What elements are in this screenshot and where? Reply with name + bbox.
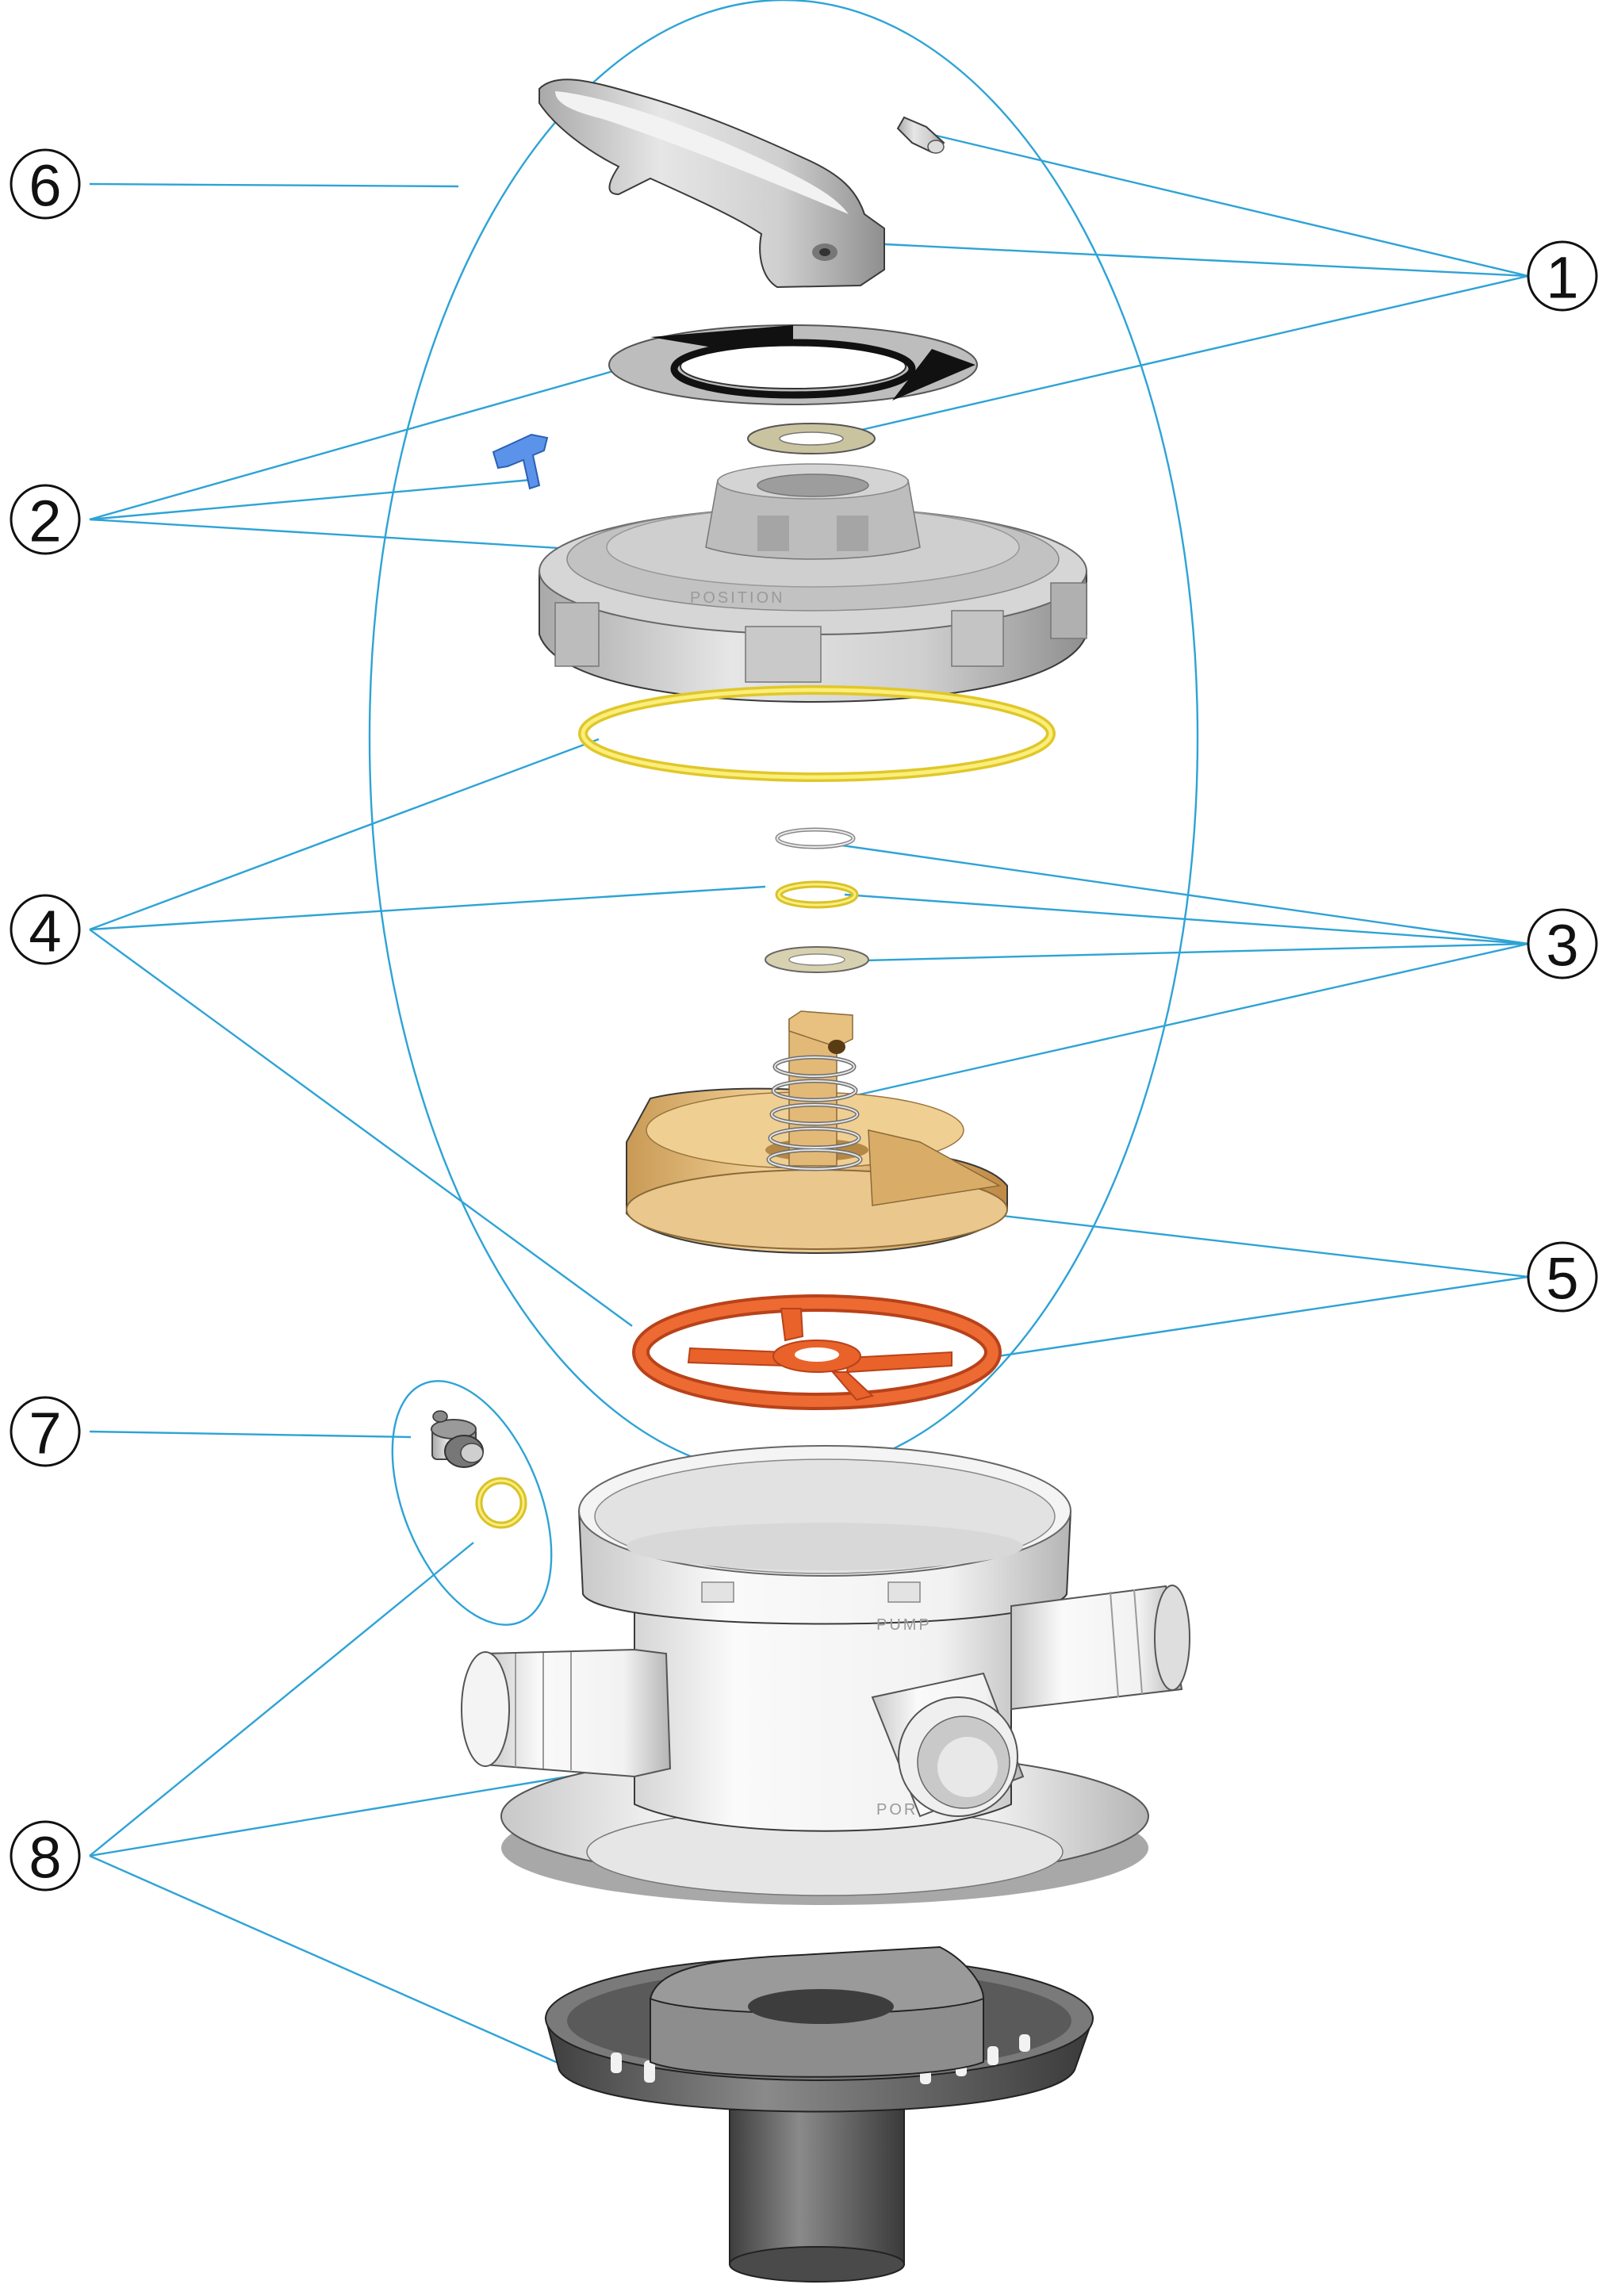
callout-8-number: 8 xyxy=(29,1825,61,1891)
shaft-flat-washer-part xyxy=(765,946,869,973)
drain-plug-group-ellipse xyxy=(391,1380,553,1626)
callout-1-number: 1 xyxy=(1546,245,1578,311)
callout-6: 6 xyxy=(10,148,81,220)
right-hose-barb xyxy=(1010,1585,1190,1711)
callout-4: 4 xyxy=(10,894,81,965)
valve-cover-part: POSITION xyxy=(539,463,1087,703)
handle-washer-part xyxy=(747,423,876,454)
left-hose-barb xyxy=(461,1648,672,1778)
front-port xyxy=(871,1672,1025,1818)
callout-2-number: 2 xyxy=(29,489,61,554)
retaining-clip-part xyxy=(492,433,549,490)
callout-7: 7 xyxy=(10,1396,81,1467)
shaft-washer-part xyxy=(775,827,856,849)
diffuser-part xyxy=(544,1945,1094,2283)
callout-3-number: 3 xyxy=(1546,913,1578,979)
handle-part xyxy=(539,79,885,289)
shaft-o-ring-part xyxy=(775,880,859,909)
callout-8: 8 xyxy=(10,1820,81,1892)
handle-pin-part xyxy=(896,116,945,154)
body-embossed-text-port: PORT xyxy=(876,1801,929,1819)
leader-lines xyxy=(89,132,1529,2076)
callout-5: 5 xyxy=(1527,1241,1598,1313)
rotor-part xyxy=(626,1010,1008,1255)
callout-4-number: 4 xyxy=(29,899,61,964)
drain-plug-part xyxy=(431,1410,484,1468)
valve-body-part: PUMP PORT xyxy=(461,1445,1190,1905)
callout-6-number: 6 xyxy=(29,153,61,219)
rotor-gasket-part xyxy=(632,1294,1002,1410)
drain-plug-o-ring-part xyxy=(475,1477,527,1529)
callout-7-number: 7 xyxy=(29,1401,61,1466)
cover-embossed-text: POSITION xyxy=(690,589,785,607)
callout-3: 3 xyxy=(1527,908,1598,979)
cover-o-ring-part xyxy=(578,685,1056,782)
callout-5-number: 5 xyxy=(1546,1246,1578,1312)
body-embossed-text-pump: PUMP xyxy=(876,1616,932,1634)
callout-1: 1 xyxy=(1527,240,1598,312)
lid-gasket-part xyxy=(608,324,978,405)
callout-2: 2 xyxy=(10,484,81,555)
